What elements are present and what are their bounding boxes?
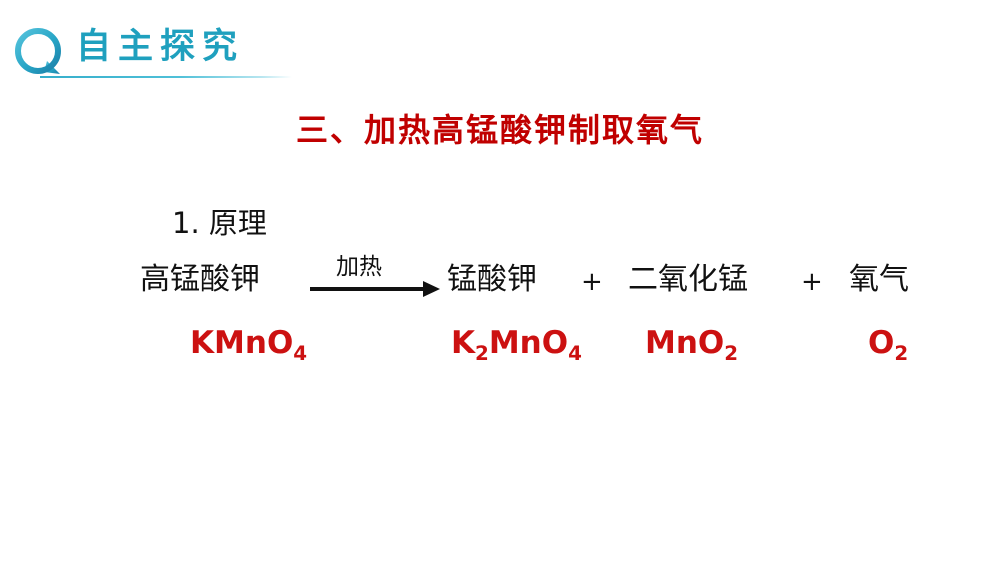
reaction-condition-label: 加热 [336,254,382,280]
formula-kmno4-main: KMnO [190,325,294,361]
formula-k2mno4-main-b: MnO [488,325,569,361]
equation-product-1: 锰酸钾 [447,262,537,297]
section-header: 自主探究 [0,20,420,82]
principle-label: 1. 原理 [172,206,267,240]
arrow-shaft [310,287,428,291]
page-title: 三、加热高锰酸钾制取氧气 [295,111,704,149]
formula-k2mno4-sub-a: 2 [475,342,489,366]
arrow-head [423,281,440,297]
formula-o2-sub: 2 [894,342,909,366]
formula-kmno4: KMnO4 [190,322,307,375]
formula-o2-main: O [868,325,895,361]
equation-plus-1: + [581,267,603,297]
formula-o2: O2 [868,322,908,375]
equation-reactant: 高锰酸钾 [140,262,260,297]
section-title: 自主探究 [76,27,245,67]
formula-k2mno4: K2MnO4 [451,322,582,375]
formula-mno2-main: MnO [645,325,725,361]
equation-product-2: 二氧化锰 [628,262,748,297]
equation-plus-2: + [801,267,823,297]
word-equation-row: 高锰酸钾 加热 锰酸钾 + 二氧化锰 + 氧气 [0,254,1000,310]
formula-row: KMnO4 K2MnO4 MnO2 O2 [0,322,1000,378]
circle-ring-icon [14,27,64,79]
formula-mno2: MnO2 [645,322,738,375]
formula-kmno4-sub: 4 [293,342,308,366]
formula-k2mno4-sub-b: 4 [568,342,582,366]
equation-product-3: 氧气 [849,262,909,297]
formula-mno2-sub: 2 [724,342,739,366]
header-divider [40,76,292,78]
formula-k2mno4-main-a: K [451,325,476,361]
reaction-arrow: 加热 [310,254,442,310]
